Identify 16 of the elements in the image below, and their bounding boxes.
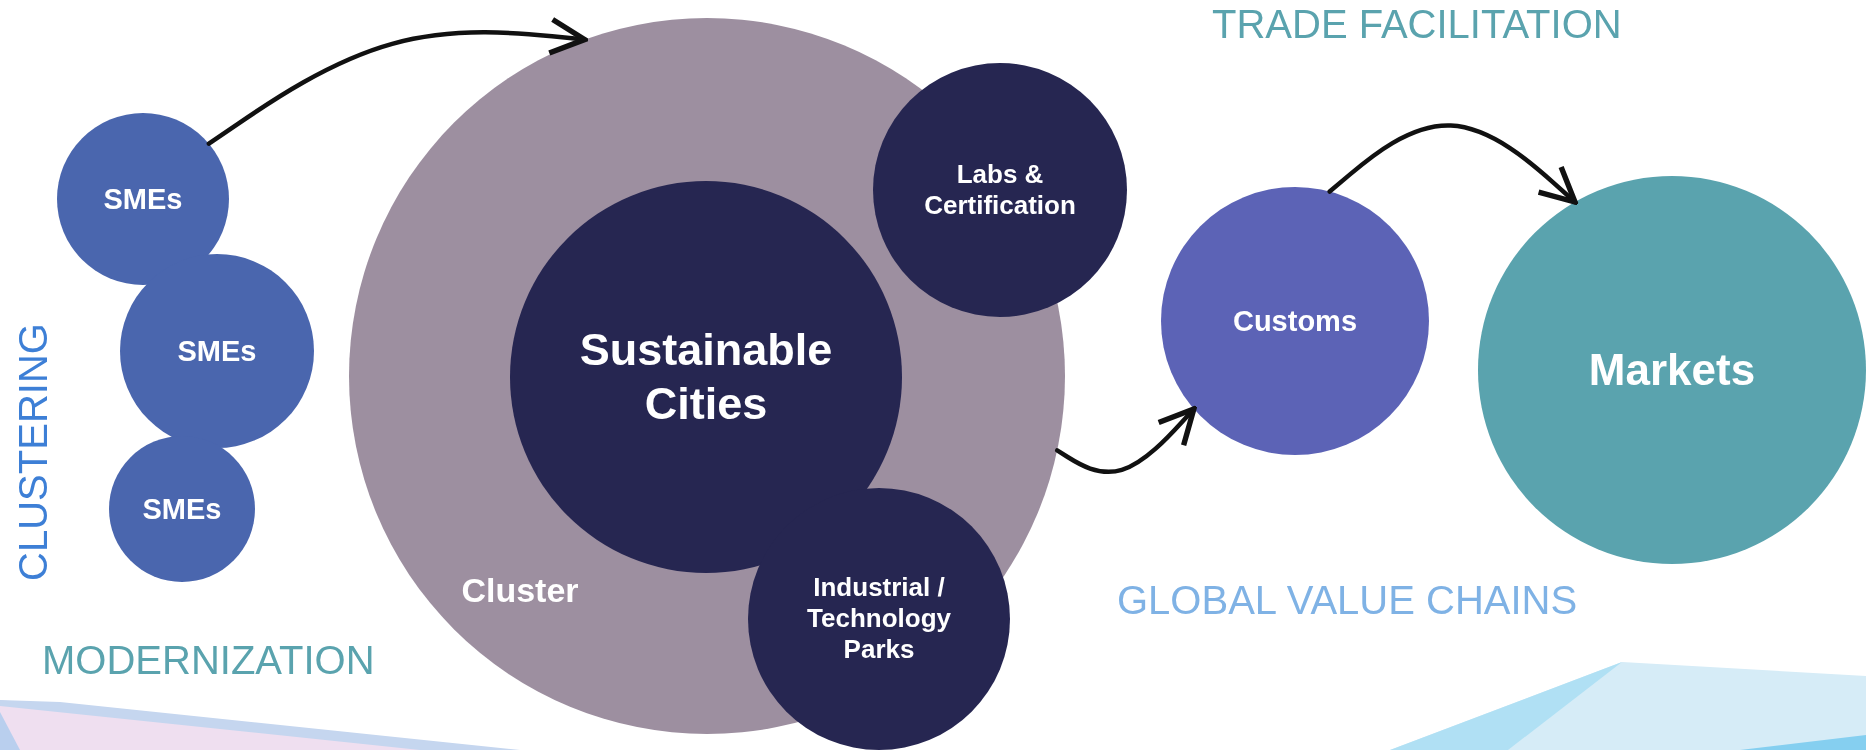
- node-label: Sustainable Cities: [578, 323, 834, 431]
- curved-arrow: [206, 16, 588, 146]
- section-label: GLOBAL VALUE CHAINS: [1117, 578, 1578, 623]
- node-label: Labs & Certification: [923, 158, 1077, 222]
- curved-arrow: [1327, 123, 1578, 205]
- section-label: TRADE FACILITATION: [1212, 2, 1622, 47]
- node-label: SMEs: [176, 333, 258, 369]
- section-label: MODERNIZATION: [42, 638, 375, 683]
- node-label: SMEs: [102, 181, 184, 217]
- curved-arrow: [1054, 406, 1197, 475]
- node-label: Customs: [1231, 303, 1359, 339]
- section-label: CLUSTERING: [10, 323, 56, 581]
- node-label: Markets: [1587, 343, 1757, 396]
- node-label: Cluster: [460, 569, 580, 611]
- node-label: Industrial / Technology Parks: [806, 572, 952, 666]
- node-label: SMEs: [141, 491, 223, 527]
